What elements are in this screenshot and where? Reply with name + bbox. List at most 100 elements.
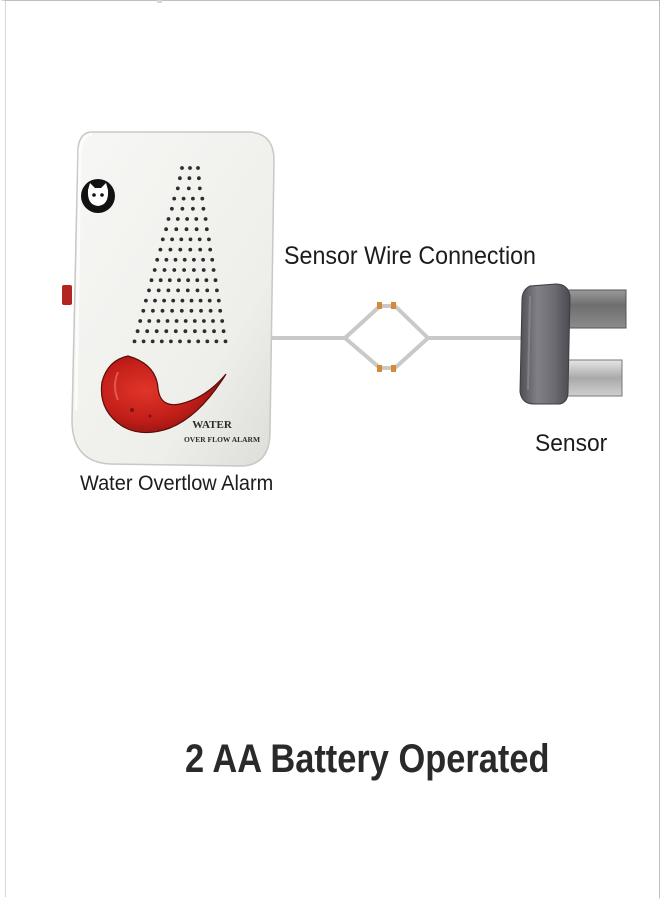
- water-drop-icon: [100, 355, 227, 434]
- speaker-hole: [180, 166, 184, 170]
- speaker-hole: [172, 196, 177, 201]
- speaker-hole: [158, 247, 163, 252]
- speaker-hole: [147, 319, 152, 323]
- speaker-hole: [199, 308, 203, 313]
- speaker-hole: [170, 308, 175, 313]
- speaker-hole: [194, 227, 199, 232]
- speaker-hole: [170, 206, 174, 211]
- speaker-hole: [195, 288, 200, 293]
- speaker-hole: [181, 196, 186, 201]
- cat-face-icon: [81, 179, 115, 213]
- speaker-hole: [168, 247, 173, 252]
- speaker-hole: [180, 206, 185, 211]
- speaker-hole: [154, 329, 159, 334]
- speaker-hole: [220, 319, 225, 323]
- speaker-hole: [197, 186, 202, 191]
- speaker-hole: [138, 319, 143, 323]
- speaker-hole: [182, 257, 187, 262]
- device-brand-text: WATER: [192, 419, 233, 431]
- speaker-hole: [207, 237, 211, 242]
- speaker-hole: [192, 257, 196, 262]
- speaker-hole: [172, 268, 177, 272]
- speaker-hole: [174, 227, 179, 232]
- speaker-hole: [150, 339, 155, 344]
- speaker-hole: [183, 319, 188, 323]
- side-button: [62, 285, 72, 305]
- speaker-hole: [205, 339, 210, 344]
- device-product-text: OVER FLOW ALARM: [184, 435, 260, 444]
- speaker-hole: [198, 247, 203, 252]
- speaker-hole: [178, 247, 183, 252]
- speaker-hole: [141, 339, 146, 344]
- speaker-hole: [193, 329, 197, 334]
- speaker-hole: [178, 176, 182, 181]
- speaker-hole: [203, 217, 208, 221]
- speaker-hole: [185, 288, 190, 293]
- speaker-hole: [141, 308, 146, 313]
- speaker-hole: [171, 298, 176, 303]
- speaker-hole: [186, 186, 191, 191]
- speaker-hole: [191, 206, 195, 211]
- speaker-hole: [179, 308, 184, 313]
- speaker-hole: [223, 339, 228, 344]
- speaker-hole: [191, 196, 195, 201]
- speaker-hole: [145, 329, 150, 334]
- sensor-wire-label: Sensor Wire Connection: [284, 242, 537, 270]
- speaker-hole: [165, 319, 170, 323]
- speaker-hole: [152, 268, 157, 272]
- speaker-hole: [213, 278, 218, 283]
- speaker-hole: [215, 288, 219, 293]
- speaker-hole: [201, 268, 206, 272]
- speaker-hole: [186, 278, 191, 283]
- speaker-hole: [169, 339, 173, 344]
- speaker-hole: [159, 339, 164, 344]
- speaker-hole: [173, 257, 178, 262]
- battery-label: 2 AA Battery Operated: [185, 737, 550, 781]
- speaker-hole: [174, 319, 179, 323]
- speaker-hole: [166, 217, 171, 221]
- speaker-hole: [156, 288, 161, 293]
- speaker-hole: [196, 339, 201, 344]
- speaker-hole: [208, 247, 213, 252]
- speaker-hole: [189, 308, 194, 313]
- speaker-hole: [208, 308, 213, 313]
- speaker-hole: [187, 339, 192, 344]
- speaker-hole: [211, 268, 216, 272]
- speaker-hole: [135, 329, 140, 334]
- speaker-hole: [201, 206, 206, 211]
- sensor-label: Sensor: [535, 430, 608, 457]
- speaker-hole: [178, 339, 182, 344]
- speaker-hole: [212, 329, 216, 334]
- speaker-hole: [188, 237, 193, 242]
- speaker-hole: [210, 257, 215, 262]
- speaker-hole: [164, 227, 169, 232]
- water-alarm-device: WATER OVER FLOW ALARM: [62, 131, 275, 467]
- speaker-hole: [188, 166, 192, 170]
- speaker-hole: [164, 257, 169, 262]
- speaker-hole: [216, 298, 221, 303]
- speaker-hole: [147, 288, 151, 293]
- speaker-hole: [189, 298, 194, 303]
- speaker-hole: [160, 237, 165, 242]
- speaker-hole: [149, 278, 154, 283]
- speaker-hole: [205, 288, 210, 293]
- speaker-hole: [164, 329, 169, 334]
- speaker-hole: [188, 247, 193, 252]
- speaker-hole: [177, 278, 181, 283]
- speaker-hole: [162, 298, 167, 303]
- speaker-hole: [170, 237, 175, 242]
- speaker-hole: [214, 339, 219, 344]
- speaker-hole: [155, 257, 160, 262]
- speaker-grille: [132, 166, 228, 344]
- speaker-hole: [221, 329, 226, 334]
- speaker-hole: [202, 319, 206, 323]
- speaker-hole: [204, 227, 209, 232]
- speaker-hole: [162, 268, 167, 272]
- speaker-hole: [179, 237, 184, 242]
- speaker-hole: [180, 298, 185, 303]
- speaker-hole: [153, 298, 157, 303]
- speaker-hole: [218, 308, 223, 313]
- speaker-hole: [202, 329, 207, 334]
- speaker-hole: [160, 308, 165, 313]
